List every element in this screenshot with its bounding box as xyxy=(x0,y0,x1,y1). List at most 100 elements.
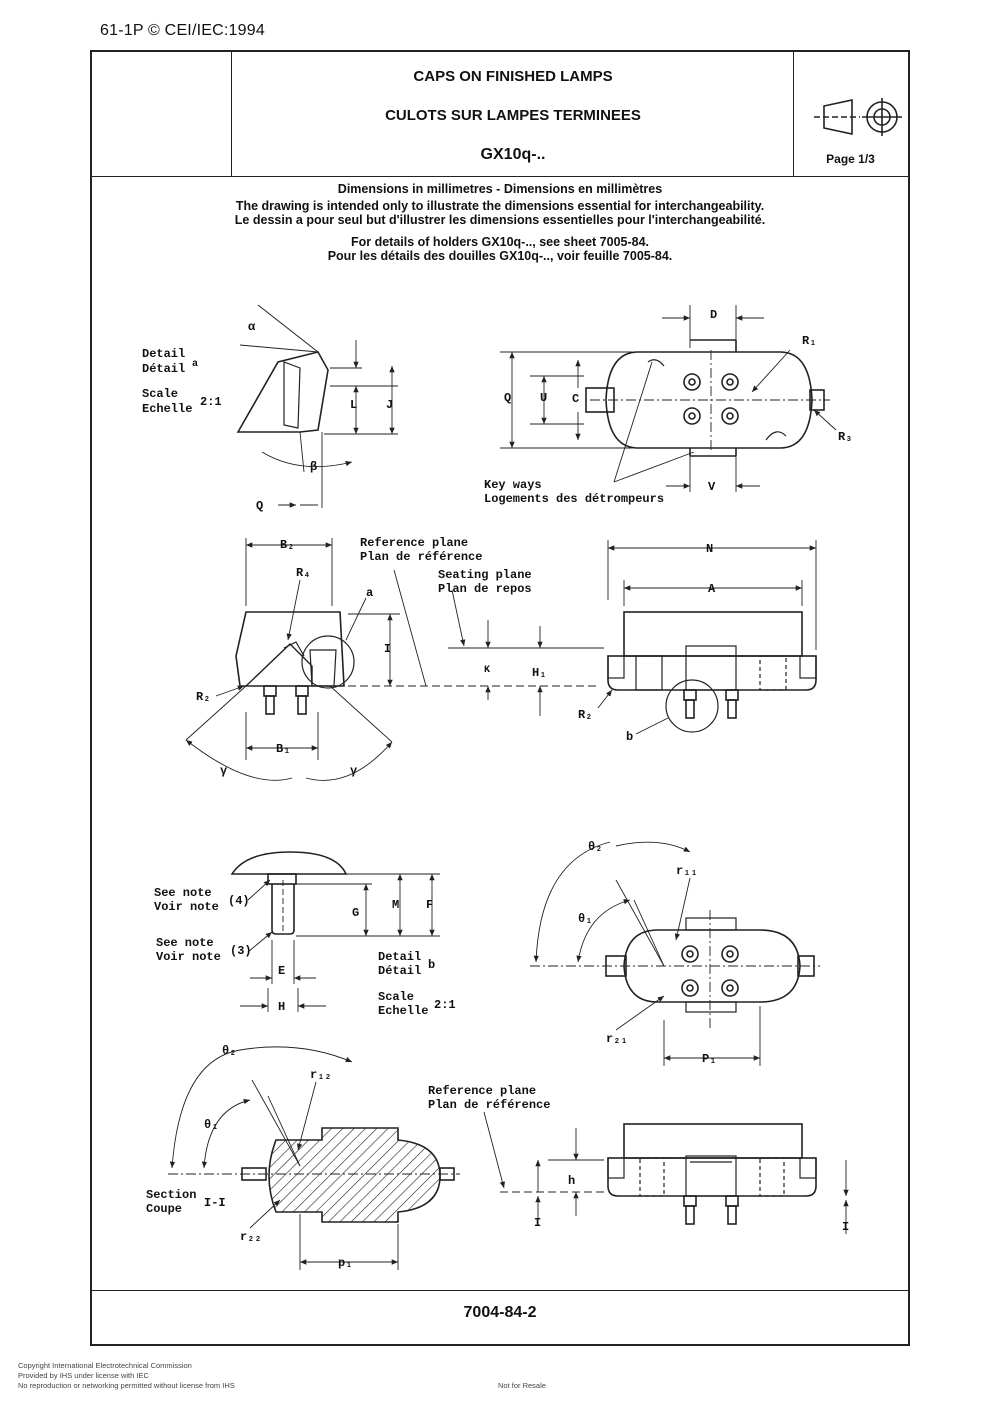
detail-b-label-fr: Détail xyxy=(378,964,421,978)
dim-K-label: K xyxy=(484,665,490,676)
dim-R3-label: R₃ xyxy=(838,430,852,444)
not-for-resale-line: Not for Resale xyxy=(498,1381,546,1390)
detail-b-scale-fr: Echelle xyxy=(378,1004,428,1018)
document-reference: 61-1P © CEI/IEC:1994 xyxy=(100,22,265,39)
section-label-fr: Coupe xyxy=(146,1202,182,1216)
cap-lower-front-view xyxy=(483,1111,849,1234)
dim-r21-label: r₂₁ xyxy=(606,1032,628,1046)
dim-G-label: G xyxy=(352,906,359,920)
dim-p1-label: p₁ xyxy=(338,1256,352,1270)
detail-a-label-fr: Détail xyxy=(142,362,185,376)
detail-a-label-en: Detail xyxy=(142,347,185,361)
section-theta2-label: θ₂ xyxy=(222,1044,236,1058)
detail-a-id: a xyxy=(192,359,198,370)
dim-theta1-label: θ₁ xyxy=(578,912,592,926)
cap-bottom-view-angles xyxy=(530,841,820,1066)
dim-gamma-left-label: γ xyxy=(220,764,227,778)
dim-gamma-right-label: γ xyxy=(350,764,357,778)
provided-by-line: Provided by IHS under license with IEC xyxy=(18,1371,149,1380)
detail-b-callout: b xyxy=(626,730,633,744)
dim-P1-label: P₁ xyxy=(702,1052,716,1066)
intent-note-french: Le dessin a pour seul but d'illustrer le… xyxy=(234,213,766,227)
dim-B2-label: B₂ xyxy=(280,538,294,552)
title-english: CAPS ON FINISHED LAMPS xyxy=(413,68,613,85)
sheet-frame xyxy=(90,50,910,1346)
see-note-3-fr: Voir note xyxy=(156,950,221,964)
dim-R1-label: R₁ xyxy=(802,334,816,348)
page-number: Page 1/3 xyxy=(826,152,875,166)
intent-note-english: The drawing is intended only to illustra… xyxy=(235,199,765,213)
projection-symbol-icon xyxy=(814,98,902,136)
seating-plane-label-en: Seating plane xyxy=(438,568,532,582)
dim-Q-detail-label: Q xyxy=(256,499,263,513)
title-french: CULOTS SUR LAMPES TERMINEES xyxy=(385,107,641,124)
reproduction-line: No reproduction or networking permitted … xyxy=(18,1381,235,1390)
dim-beta-label: β xyxy=(310,460,317,474)
copyright-line: Copyright International Electrotechnical… xyxy=(18,1361,192,1370)
dim-Q-label: Q xyxy=(504,391,511,405)
dim-U-label: U xyxy=(540,391,547,405)
dim-alpha-label: α xyxy=(248,320,256,334)
dim-I-label: I xyxy=(384,642,391,656)
detail-a-callout: a xyxy=(366,586,373,600)
dim-E-label: E xyxy=(278,964,285,978)
section-label-en: Section xyxy=(146,1188,196,1202)
note-4-ref: (4) xyxy=(228,894,250,908)
technical-drawing: α Detail Détail a Scale Echelle 2:1 L J … xyxy=(142,304,852,1270)
dim-N-label: N xyxy=(706,542,713,556)
detail-a-scale-fr: Echelle xyxy=(142,402,192,416)
keyways-label-en: Key ways xyxy=(484,478,542,492)
reference-plane-lower-fr: Plan de référence xyxy=(428,1098,550,1112)
dim-C-label: C xyxy=(572,392,579,406)
dim-R2-label: R₂ xyxy=(196,690,210,704)
dim-R2-front-label: R₂ xyxy=(578,708,592,722)
see-note-4-en: See note xyxy=(154,886,212,900)
keyways-label-fr: Logements des détrompeurs xyxy=(484,492,664,506)
dim-V-label: V xyxy=(708,480,716,494)
reference-plane-label-en: Reference plane xyxy=(360,536,468,550)
section-I-I-view xyxy=(168,1046,460,1270)
dim-M-label: M xyxy=(392,898,399,912)
detail-a-view xyxy=(236,304,398,508)
dim-B1-label: B₁ xyxy=(276,742,290,756)
holders-note-french: Pour les détails des douilles GX10q-.., … xyxy=(327,249,673,263)
dim-D-label: D xyxy=(710,308,717,322)
sheet-number: 7004-84-2 xyxy=(463,1304,537,1321)
dim-L-label: L xyxy=(350,398,357,412)
detail-a-scale-value: 2:1 xyxy=(200,395,222,409)
detail-b-pin-view xyxy=(230,851,440,1012)
see-note-4-fr: Voir note xyxy=(154,900,219,914)
dim-I-lower-left-label: I xyxy=(534,1216,541,1230)
detail-b-scale-value: 2:1 xyxy=(434,998,456,1012)
dim-r12-label: r₁₂ xyxy=(310,1068,332,1082)
dim-F-label: F xyxy=(426,898,433,912)
header-divider xyxy=(92,176,908,177)
note-3-ref: (3) xyxy=(230,944,252,958)
reference-plane-lower-en: Reference plane xyxy=(428,1084,536,1098)
dim-r22-label: r₂₂ xyxy=(240,1230,262,1244)
cap-front-view xyxy=(448,540,817,735)
header-left-cell xyxy=(92,52,232,176)
cap-side-view xyxy=(185,538,600,781)
dim-H-label: H xyxy=(278,1000,285,1014)
section-theta1-label: θ₁ xyxy=(204,1118,218,1132)
detail-a-scale-en: Scale xyxy=(142,387,178,401)
seating-plane-label-fr: Plan de repos xyxy=(438,582,532,596)
cap-top-view xyxy=(500,305,837,492)
holders-note-english: For details of holders GX10q-.., see she… xyxy=(350,235,650,249)
reference-plane-label-fr: Plan de référence xyxy=(360,550,482,564)
header-right-cell xyxy=(793,52,908,176)
dimensions-note: Dimensions in millimetres - Dimensions e… xyxy=(337,182,663,196)
dim-theta2-label: θ₂ xyxy=(588,840,602,854)
cap-designation: GX10q-.. xyxy=(480,146,546,163)
section-id-label: I-I xyxy=(204,1196,226,1210)
dim-H1-label: H₁ xyxy=(532,666,546,680)
dim-J-label: J xyxy=(386,398,393,412)
detail-b-label-en: Detail xyxy=(378,950,421,964)
dim-I-lower-right-label: I xyxy=(842,1220,849,1234)
detail-b-scale-en: Scale xyxy=(378,990,414,1004)
footer-divider xyxy=(92,1290,908,1291)
dim-h-label: h xyxy=(568,1174,575,1188)
dim-R4-label: R₄ xyxy=(296,566,310,580)
see-note-3-en: See note xyxy=(156,936,214,950)
